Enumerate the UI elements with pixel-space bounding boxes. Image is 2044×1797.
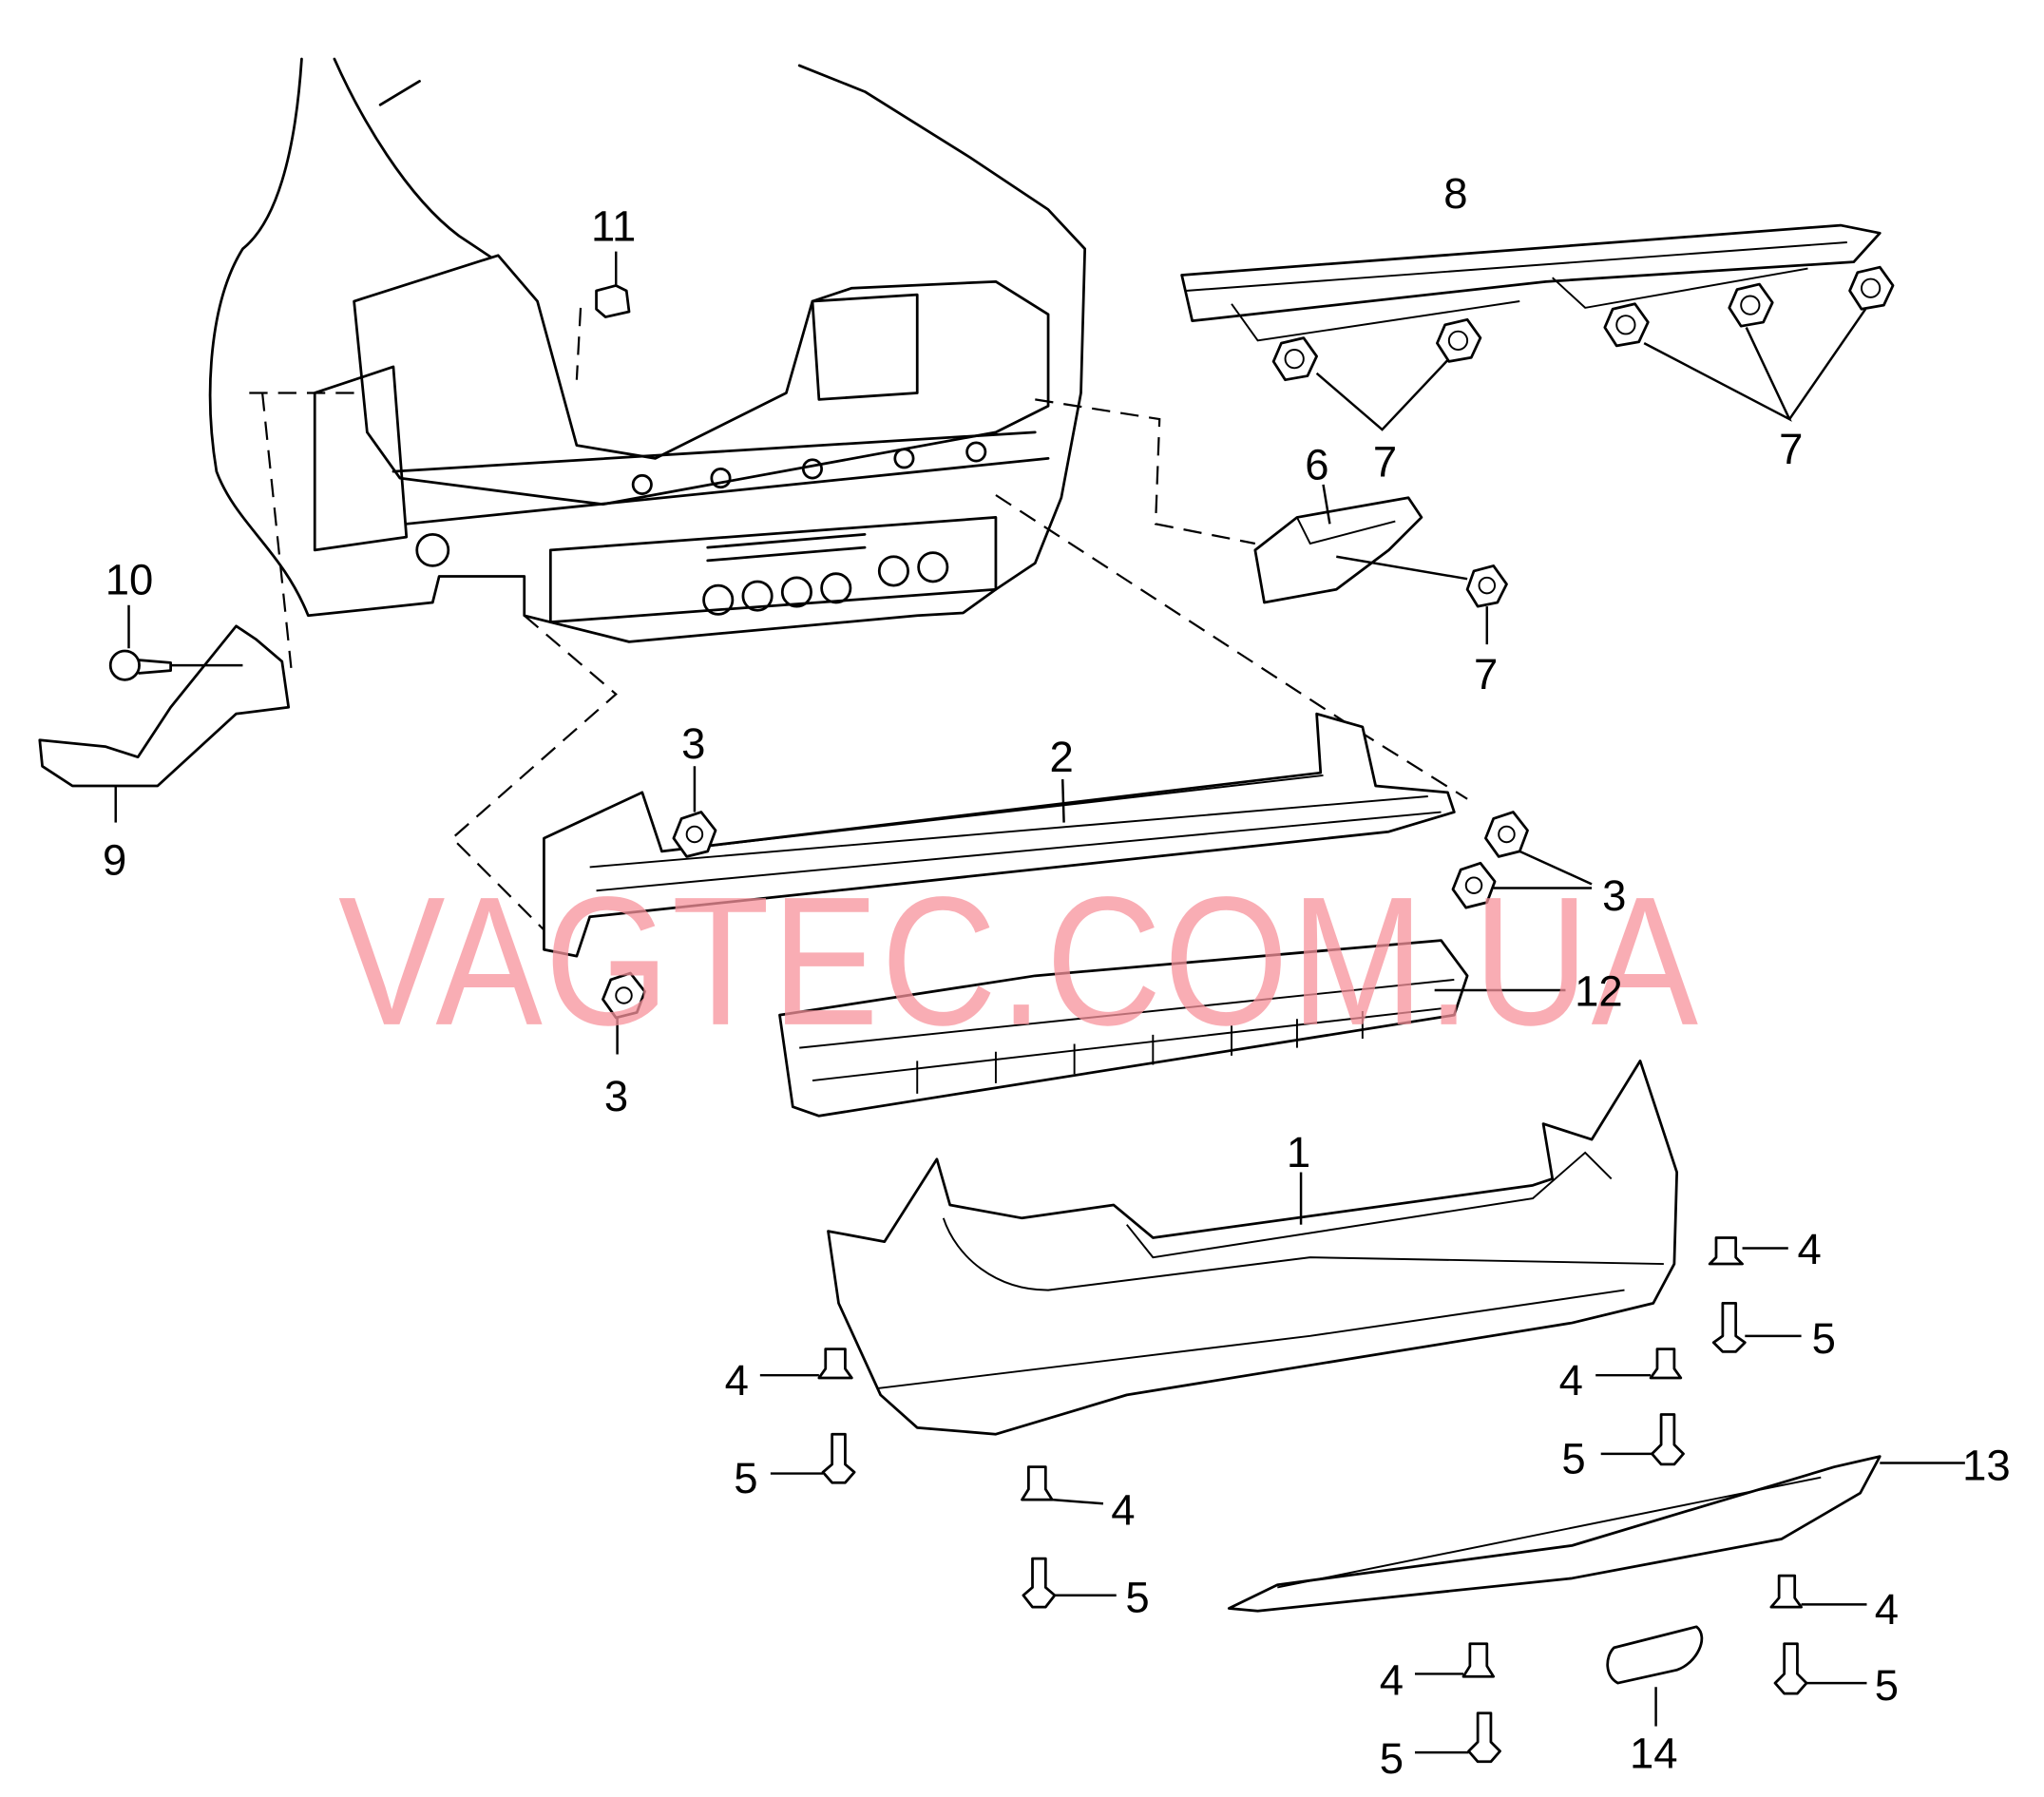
callout-5: 5 (1380, 1734, 1404, 1783)
body-holes (415, 441, 987, 616)
hex-nut-icon (1271, 336, 1318, 382)
callout-6: 6 (1305, 440, 1328, 488)
callout-4: 4 (1559, 1356, 1583, 1405)
watermark: VAGTEC.COM.UA (338, 858, 1700, 1063)
part-2-bumper-reinforcement (543, 712, 1456, 958)
callout-3: 3 (604, 1072, 628, 1120)
hex-nut-icon (1451, 861, 1497, 909)
callout-5: 5 (1875, 1661, 1899, 1710)
callout-3: 3 (681, 719, 705, 768)
callout-14: 14 (1630, 1730, 1678, 1778)
callout-2: 2 (1049, 733, 1073, 781)
callout-7: 7 (1779, 425, 1803, 473)
nut-7-group (1271, 265, 1895, 431)
bolt-5-icon (1773, 1642, 1808, 1695)
callout-3: 3 (1602, 871, 1626, 920)
callout-1: 1 (1287, 1128, 1310, 1176)
part-1-bumper-cover (827, 1060, 1679, 1436)
hex-nut-icon (602, 971, 646, 1020)
callout-5: 5 (1125, 1574, 1149, 1622)
hex-nut-icon (1603, 302, 1650, 348)
bolt-5-icon (1711, 1302, 1747, 1353)
hex-nut-icon (1484, 811, 1529, 858)
hex-nut-icon (1465, 564, 1508, 608)
callout-11: 11 (591, 202, 636, 251)
callout-4: 4 (725, 1356, 749, 1405)
part-9-bracket (38, 624, 291, 823)
car-body-rear (208, 57, 1087, 643)
callout-4: 4 (1875, 1585, 1899, 1634)
part-14-cap (1606, 1625, 1704, 1727)
bolt-5-icon (821, 1432, 856, 1484)
callout-9: 9 (103, 836, 126, 885)
callout-5: 5 (1812, 1314, 1836, 1363)
part-8-guide-rail (1180, 223, 1882, 342)
part-12-energy-absorber (778, 939, 1566, 1118)
clip-4-icon (1649, 1348, 1683, 1380)
hex-nut-icon (1848, 265, 1895, 311)
bolt-10 (108, 604, 243, 681)
bolt-5-icon (1467, 1711, 1501, 1764)
part-13-spoiler (1227, 1455, 1965, 1613)
bolt-5-icon (1651, 1413, 1685, 1466)
hex-nut-icon (1436, 317, 1482, 363)
clip-4-icon (817, 1348, 853, 1380)
callout-labels: 11 8 7 7 6 7 10 9 3 2 3 12 3 1 4 5 4 4 5… (103, 169, 2011, 1783)
hex-nut-icon (1728, 282, 1774, 328)
callout-7: 7 (1373, 438, 1397, 487)
callout-4: 4 (1797, 1225, 1821, 1273)
nut-3-group (602, 766, 1593, 1055)
callout-7: 7 (1474, 650, 1498, 698)
callout-13: 13 (1962, 1441, 2011, 1489)
bolt-5-icon (1022, 1557, 1057, 1609)
callout-4: 4 (1111, 1485, 1135, 1534)
clip-4-icon (1461, 1642, 1496, 1678)
fasteners-4-5 (759, 1236, 1867, 1764)
clip-4-icon (1021, 1465, 1054, 1501)
callout-5: 5 (734, 1454, 757, 1502)
clip-4-icon (1769, 1574, 1803, 1609)
bolt-11 (595, 251, 631, 318)
callout-5: 5 (1561, 1435, 1585, 1483)
callout-10: 10 (105, 556, 154, 604)
hex-nut-icon (672, 811, 717, 858)
callout-4: 4 (1380, 1655, 1404, 1704)
callout-12: 12 (1575, 967, 1623, 1016)
part-6-bracket (1253, 484, 1508, 645)
callout-8: 8 (1443, 169, 1467, 218)
clip-4-icon (1708, 1236, 1744, 1266)
